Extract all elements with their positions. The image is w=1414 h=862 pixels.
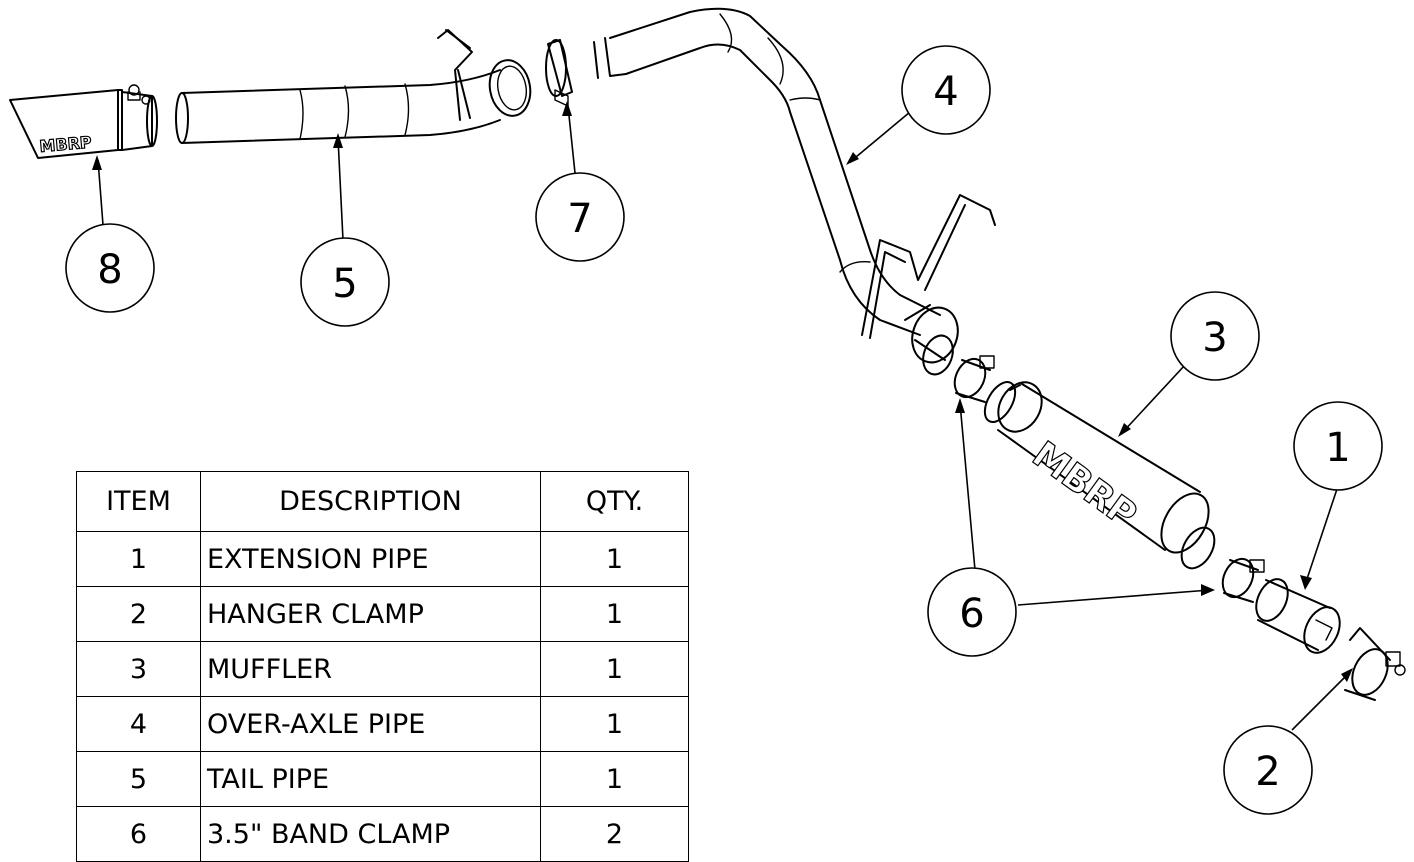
bom-header-qty: QTY.	[540, 471, 689, 532]
band-clamp-7	[545, 39, 573, 107]
band-clamp-6b	[1221, 557, 1265, 603]
bom-cell-item: 6	[76, 806, 201, 862]
balloon-3: 3	[1170, 291, 1260, 381]
balloon-6: 6	[927, 567, 1017, 657]
balloon-2: 2	[1223, 725, 1313, 815]
bom-cell-description: 3.5" BAND CLAMP	[200, 806, 541, 862]
bill-of-materials-table: ITEM DESCRIPTION QTY. 1 EXTENSION PIPE 1…	[76, 471, 689, 862]
bom-row: 3 MUFFLER 1	[76, 641, 689, 697]
hanger-clamp	[1344, 627, 1406, 701]
muffler: MBRP	[983, 381, 1216, 570]
bom-header-description: DESCRIPTION	[200, 471, 541, 532]
bom-cell-qty: 1	[540, 531, 689, 587]
balloon-1-number: 1	[1325, 425, 1350, 471]
balloon-7-number: 7	[567, 196, 592, 242]
exhaust-tip: MBRP	[9, 84, 158, 159]
tail-pipe	[175, 29, 532, 144]
balloon-4: 4	[901, 45, 991, 135]
balloon-5: 5	[300, 237, 390, 327]
bom-row: 5 TAIL PIPE 1	[76, 751, 689, 807]
balloon-5-number: 5	[332, 261, 357, 307]
extension-pipe	[1255, 578, 1341, 654]
bom-cell-qty: 1	[540, 696, 689, 752]
bom-cell-description: OVER-AXLE PIPE	[200, 696, 541, 752]
balloon-3-number: 3	[1202, 315, 1227, 361]
bom-cell-description: MUFFLER	[200, 641, 541, 697]
balloon-8-number: 8	[97, 247, 122, 293]
bom-cell-item: 4	[76, 696, 201, 752]
bom-row: 6 3.5" BAND CLAMP 2	[76, 806, 689, 862]
balloon-4-number: 4	[933, 69, 958, 115]
bom-row: 4 OVER-AXLE PIPE 1	[76, 696, 689, 752]
bom-header-item: ITEM	[76, 471, 201, 532]
muffler-logo: MBRP	[1025, 434, 1144, 536]
bom-header-row: ITEM DESCRIPTION QTY.	[76, 471, 689, 532]
bom-cell-description: HANGER CLAMP	[200, 586, 541, 642]
bom-cell-qty: 1	[540, 586, 689, 642]
bom-cell-description: TAIL PIPE	[200, 751, 541, 807]
exploded-assembly-drawing: MBRP	[9, 7, 1406, 815]
bom-row: 2 HANGER CLAMP 1	[76, 586, 689, 642]
bom-cell-item: 3	[76, 641, 201, 697]
leader-lines	[92, 101, 1353, 731]
bom-cell-qty: 1	[540, 751, 689, 807]
bom-cell-qty: 1	[540, 641, 689, 697]
bom-cell-item: 1	[76, 531, 201, 587]
bom-cell-item: 5	[76, 751, 201, 807]
bom-cell-qty: 2	[540, 806, 689, 862]
balloon-2-number: 2	[1255, 749, 1280, 795]
over-axle-pipe	[593, 7, 996, 376]
balloon-1: 1	[1293, 401, 1383, 491]
band-clamp-6a	[953, 355, 995, 403]
balloon-8: 8	[65, 223, 155, 313]
bom-row: 1 EXTENSION PIPE 1	[76, 531, 689, 587]
bom-cell-description: EXTENSION PIPE	[200, 531, 541, 587]
balloon-7: 7	[535, 172, 625, 262]
bom-cell-item: 2	[76, 586, 201, 642]
balloon-6-number: 6	[959, 591, 984, 637]
